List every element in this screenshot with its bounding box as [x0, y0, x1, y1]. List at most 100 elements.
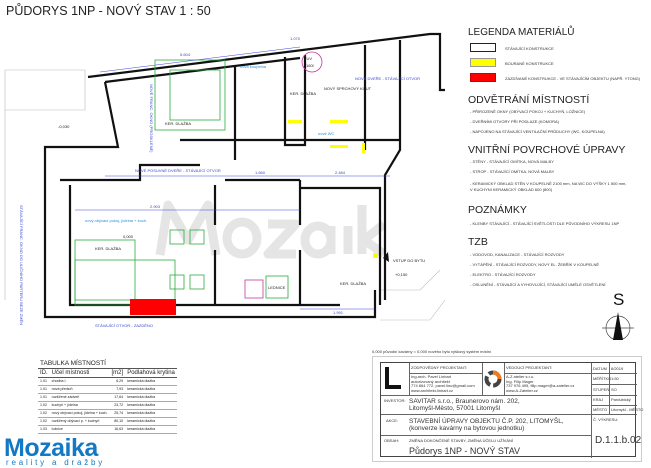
stage-value: SO [611, 387, 617, 392]
col-purpose: Účel místnosti [49, 368, 110, 378]
legend-label-demolished: BOURANÉ KONSTRUKCE [505, 61, 554, 66]
dimension-lines [75, 46, 390, 310]
table-cell: rozšířené zádveří [49, 393, 110, 402]
col-area: [m2] [109, 368, 126, 378]
entrance-level: +0,150 [395, 272, 408, 277]
level-living: 0,000 [123, 234, 134, 239]
architect-logo [385, 367, 389, 389]
dim-f: 1.991 [333, 310, 344, 315]
architect-logo-base [385, 385, 401, 389]
stove [244, 279, 264, 299]
table-cell: keramická dlažba [125, 385, 177, 394]
table-cell: 1.03 [38, 425, 50, 434]
lead-label: VEDOUCÍ PROJEKTANT: [506, 365, 553, 370]
tzb-item: - VYTÁPĚNÍ - STÁVAJÍCÍ ROZVODY, NOVÝ EL.… [470, 262, 599, 267]
table-cell: 1.01 [38, 377, 50, 386]
region-label: KRAJ [593, 397, 604, 402]
ventilation-item: - NAPOJENO NA STÁVAJÍCÍ VENTILAČNÍ PRŮDU… [470, 129, 605, 134]
table-cell: kuchyň + jídelna [49, 401, 110, 410]
walls [43, 32, 445, 319]
table-cell: ložnice [49, 425, 110, 434]
ventilation-item: - DVEŘNÍMI OTVORY PŘI PODLAZE (KOMORA) [470, 119, 559, 124]
table-cell: nový obývací pokoj, jídelna + kuch. [49, 409, 110, 418]
tzb-item: - ELEKTRO - STÁVAJÍCÍ ROZVODY [470, 272, 536, 277]
table-cell: chodba I. [49, 377, 110, 386]
table-cell: 1.01 [38, 393, 50, 402]
col-id: ID. [38, 368, 50, 378]
table-cell: 1.02 [38, 417, 50, 426]
bricked-opening [130, 299, 176, 315]
legend-swatch-bricked [470, 73, 496, 82]
table-cell: 1.01 [38, 385, 50, 394]
surfaces-heading: VNITŘNÍ POVRCHOVÉ ÚPRAVY [468, 144, 626, 156]
fridge-label: LEDNICE [268, 285, 286, 290]
sliding-door-label: NOVÉ POSUVNÉ DVEŘE - STÁVAJÍCÍ OTVOR [135, 168, 221, 173]
room-wc: nové WC [318, 131, 335, 136]
floor-label-2: KER. DLAŽBA [95, 246, 121, 251]
table-cell: nová předsíň [49, 385, 110, 394]
table-cell: 7,93 [109, 385, 126, 394]
room-living: nový obývací pokoj, jídelna + kuch. [85, 218, 147, 223]
mozaika-logo: Mozaika reality a dražby [4, 434, 106, 467]
entrance-label: VSTUP DO BYTU [393, 258, 425, 263]
legend-swatch-existing [470, 43, 496, 52]
city-value: Litomyšl - MĚSTO [611, 407, 644, 412]
legend-swatch-demolished [470, 58, 496, 67]
logo-name: Mozaika [4, 434, 98, 462]
table-cell: 1.02 [38, 401, 50, 410]
dim-a: 1.070 [290, 36, 301, 41]
room-bathroom: nová koupelna [240, 64, 267, 69]
atelier-logo [484, 370, 502, 388]
scale-label: MĚŘÍTKO [593, 376, 612, 381]
context-lines [4, 69, 445, 321]
furniture [74, 59, 289, 306]
table-cell: keramická dlažba [125, 425, 177, 434]
logo-tagline: reality a dražby [6, 458, 106, 467]
resp-label: ZODPOVĚDNÝ PROJEKTANT: [411, 365, 467, 370]
height-note: 0,000 původní kavárny = 0,000 nového byt… [372, 349, 492, 354]
table-cell: keramická dlažba [125, 401, 177, 410]
drawing-no: D.1.1.b.02 [595, 435, 642, 446]
table-cell: 23,72 [109, 401, 126, 410]
table-cell: keramická dlažba [125, 377, 177, 386]
drawing-no-label: Č. VÝKRESU: [593, 417, 619, 422]
bricked-label: STÁVAJÍCÍ OTVOR - ZAZDĚNO [95, 323, 153, 328]
table-cell: keramická dlažba [125, 393, 177, 402]
table-cell: rozšířený obývací p. + kuchyň [49, 417, 110, 426]
dim-c: 2.484 [335, 170, 346, 175]
water-heater [301, 51, 323, 73]
ventilation-item: - PŘIROZENĚ OKNY (OBÝVACÍ POKOJ + KUCHYŇ… [470, 109, 586, 114]
investor: SAVITAR s.r.o., Braunerovo nám. 202,Lito… [409, 398, 520, 412]
action-label: AKCE: [386, 418, 399, 423]
content-label: OBSAH: [384, 438, 400, 443]
surfaces-item: V KUCHYNI KERAMICKÝ OBKLAD 600 (800) [470, 187, 553, 192]
table-cell: 80,10 [109, 417, 126, 426]
tuv-volume: 160l [306, 63, 314, 68]
legend-label-existing: STÁVAJÍCÍ KONSTRUKCE [505, 46, 554, 51]
surfaces-item: - KERAMICKÝ OBKLAD STĚN V KOUPELNĚ 2100 … [470, 181, 627, 186]
floor-label-1: KER. DLAŽBA [165, 121, 191, 126]
compass-icon [602, 312, 634, 340]
tzb-item: - OSLUNĚNÍ - STÁVAJÍCÍ A VYHOVUJÍCÍ, STÁ… [470, 282, 606, 287]
room-table-title: TABULKA MÍSTNOSTÍ [38, 360, 177, 369]
stage-label: STUPEŇ [593, 387, 610, 392]
city-label: MĚSTO [593, 407, 608, 412]
content: Půdorys 1NP - NOVÝ STAV [409, 446, 521, 456]
watermark-logo [155, 200, 387, 259]
north-label: S [613, 290, 625, 309]
tzb-item: - VODOVOD, KANALIZACE - STÁVAJÍCÍ ROZVOD… [470, 252, 565, 257]
investor-label: INVESTOR: [384, 398, 406, 403]
dim-e: 2.903 [150, 204, 161, 209]
scale-value: 1:50 [611, 376, 619, 381]
demolished-parts [288, 120, 378, 258]
surfaces-item: - STROP - STÁVAJÍCÍ OMÍTKA, NOVÁ MALBY [470, 169, 555, 174]
floor-label-4: KER. DLAŽBA [340, 281, 366, 286]
table-cell: 1.02 [38, 409, 50, 418]
